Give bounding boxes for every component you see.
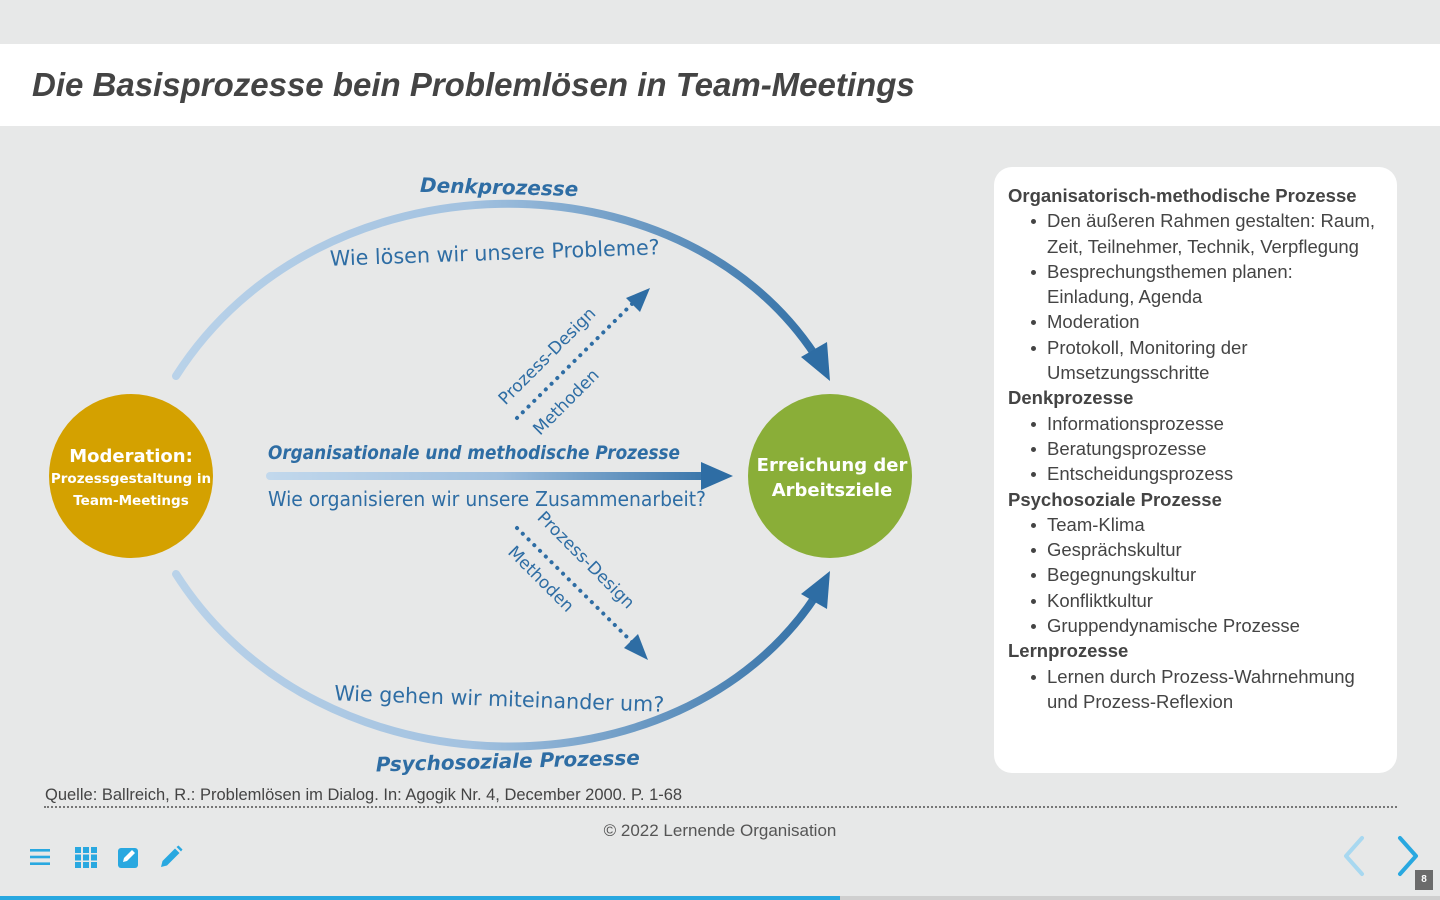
info-section-list: Team-Klima Gesprächskultur Begegnungskul… — [1008, 512, 1383, 638]
info-section: Denkprozesse Informationsprozesse Beratu… — [1008, 385, 1383, 486]
moderation-circle-line2: Team-Meetings — [73, 493, 189, 509]
info-list-item: Team-Klima — [1031, 512, 1383, 537]
prev-slide-chevron-left-icon[interactable] — [1338, 834, 1372, 878]
info-section: Psychosoziale Prozesse Team-Klima Gesprä… — [1008, 487, 1383, 639]
goal-circle — [748, 394, 912, 558]
info-list-item: Begegnungskultur — [1031, 562, 1383, 587]
page-number-badge: 8 — [1415, 870, 1433, 890]
menu-icon[interactable] — [28, 845, 52, 869]
goal-circle-line2: Arbeitsziele — [772, 480, 893, 501]
info-list-item: Informationsprozesse — [1031, 411, 1383, 436]
lower-dotted-arrow — [515, 526, 637, 647]
process-info-box: Organisatorisch-methodische Prozesse Den… — [994, 167, 1397, 773]
info-list-item: Moderation — [1031, 309, 1383, 334]
info-section-list: Lernen durch Prozess-Wahrnehmung und Pro… — [1008, 664, 1383, 715]
middle-arrowhead — [701, 462, 733, 490]
footer-divider — [44, 806, 1397, 808]
bottom-arc-arrowhead — [801, 571, 830, 609]
info-list-item: Gruppendynamische Prozesse — [1031, 613, 1383, 638]
grid-icon[interactable] — [74, 845, 98, 869]
top-arc — [172, 199, 819, 380]
upper-dotted-arrowhead — [626, 288, 650, 312]
top-question: Wie lösen wir unsere Probleme? — [329, 235, 660, 271]
info-section-title: Organisatorisch-methodische Prozesse — [1008, 185, 1357, 206]
info-section-title: Denkprozesse — [1008, 387, 1134, 409]
moderation-circle-line1: Prozessgestaltung in — [51, 471, 211, 487]
page-title: Die Basisprozesse bein Problemlösen in T… — [32, 66, 915, 103]
middle-question: Wie organisieren wir unsere Zusammenarbe… — [268, 487, 706, 511]
info-section-title: Lernprozesse — [1008, 640, 1129, 662]
title-bar — [0, 44, 1440, 126]
copyright: © 2022 Lernende Organisation — [603, 821, 837, 840]
info-list-item: Konfliktkultur — [1031, 588, 1383, 613]
bottom-arc — [172, 570, 819, 751]
moderation-circle-title: Moderation: — [69, 446, 193, 467]
next-slide-chevron-right-icon[interactable] — [1392, 834, 1426, 878]
info-list-item: Lernen durch Prozess-Wahrnehmung und Pro… — [1031, 664, 1383, 715]
denkprozesse-label: Denkprozesse — [420, 173, 579, 201]
info-list-item: Entscheidungsprozess — [1031, 461, 1383, 486]
bottom-question: Wie gehen wir miteinander um? — [334, 681, 665, 717]
info-list-item: Besprechungsthemen planen: Einladung, Ag… — [1031, 259, 1383, 310]
goal-circle-line1: Erreichung der — [757, 455, 908, 476]
info-section-title: Psychosoziale Prozesse — [1008, 488, 1222, 510]
moderation-circle — [49, 394, 213, 558]
info-section: Organisatorisch-methodische Prozesse Den… — [1008, 183, 1383, 385]
progress-bar-fill — [0, 896, 840, 900]
top-arc-arrowhead — [801, 342, 830, 381]
info-section: Lernprozesse Lernen durch Prozess-Wahrne… — [1008, 638, 1383, 714]
info-section-list: Informationsprozesse Beratungsprozesse E… — [1008, 411, 1383, 487]
info-list-item: Beratungsprozesse — [1031, 436, 1383, 461]
process-diagram: Denkprozesse Wie lösen wir unsere Proble… — [49, 173, 912, 777]
middle-label: Organisationale und methodische Prozesse — [268, 442, 680, 464]
lower-dotted-arrowhead — [624, 634, 648, 660]
info-section-list: Den äußeren Rahmen gestalten: Raum, Zeit… — [1008, 208, 1383, 385]
info-list-item: Protokoll, Monitoring der Umsetzungsschr… — [1031, 335, 1383, 386]
info-list-item: Den äußeren Rahmen gestalten: Raum, Zeit… — [1031, 208, 1383, 259]
psychosoziale-label: Psychosoziale Prozesse — [376, 746, 641, 777]
source-citation: Quelle: Ballreich, R.: Problemlösen im D… — [45, 786, 683, 804]
edit-box-icon[interactable] — [117, 845, 141, 869]
upper-dotted-arrow — [515, 299, 637, 420]
progress-bar — [0, 896, 1440, 900]
info-list-item: Gesprächskultur — [1031, 537, 1383, 562]
pencil-icon[interactable] — [159, 845, 183, 869]
